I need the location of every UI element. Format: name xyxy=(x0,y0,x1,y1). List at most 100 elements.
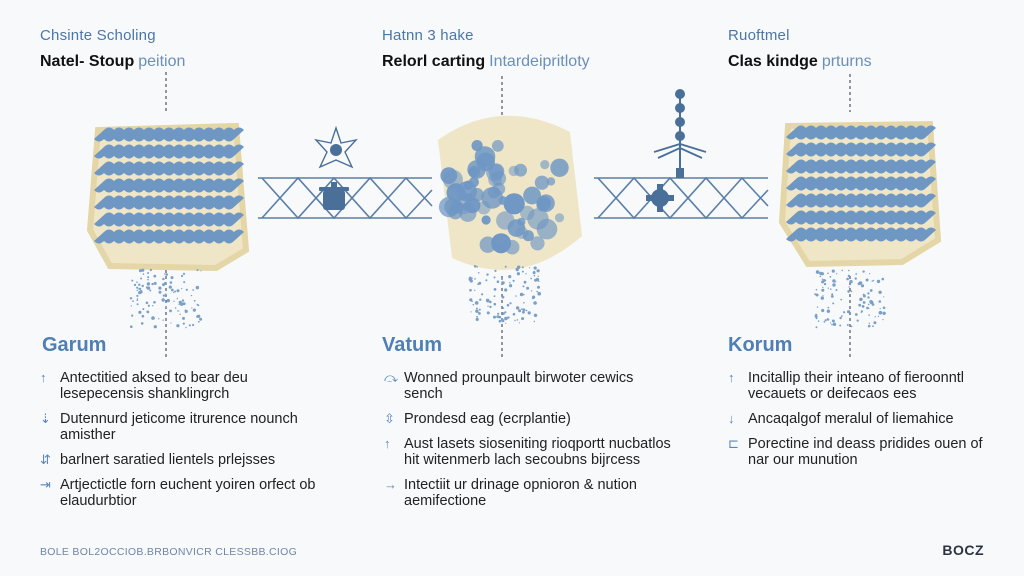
bubble xyxy=(477,201,491,215)
bubble xyxy=(498,196,508,205)
particle xyxy=(533,313,538,317)
particle xyxy=(185,288,188,291)
particle xyxy=(512,312,516,316)
list-item-text: Wonned prounpault birwoter cewics sench xyxy=(404,370,634,402)
particle xyxy=(141,268,145,272)
list-item-text: Artjectictle forn euchent yoiren orfect … xyxy=(60,477,316,509)
particle xyxy=(182,302,186,306)
bubble xyxy=(491,140,504,152)
particle xyxy=(138,269,142,273)
stripe xyxy=(94,195,244,210)
particle xyxy=(500,318,504,322)
particle xyxy=(190,294,193,297)
particle xyxy=(476,315,478,318)
diamond-arrow-icon: ⇳ xyxy=(384,411,395,426)
particle xyxy=(485,279,488,282)
particle xyxy=(528,267,531,269)
bubble xyxy=(453,193,474,215)
particle xyxy=(504,311,507,314)
particle xyxy=(521,266,524,269)
particle xyxy=(489,300,492,304)
particle xyxy=(130,305,132,307)
particle xyxy=(830,295,834,298)
bubble xyxy=(440,167,458,185)
particle xyxy=(494,269,497,272)
particle xyxy=(538,280,540,283)
list-item: →Intectiit ur drinage opnioron & nution … xyxy=(384,477,674,509)
particle xyxy=(132,300,134,302)
particle xyxy=(854,277,857,280)
bubble xyxy=(530,236,545,251)
particle xyxy=(848,269,850,272)
column-2-title-suffix: Intardeipritloty xyxy=(489,53,590,70)
bubble xyxy=(536,218,558,240)
stripe xyxy=(786,227,936,242)
particle xyxy=(173,300,175,302)
particle xyxy=(819,271,823,276)
particle xyxy=(196,314,201,318)
particle xyxy=(146,282,151,286)
feature-list-2: ⤼Wonned prounpault birwoter cewics sench… xyxy=(384,370,674,518)
particle xyxy=(516,319,519,321)
arrow-up-icon: ↑ xyxy=(40,370,47,385)
particle xyxy=(176,324,180,328)
particle xyxy=(162,277,165,281)
bubble-sphere-2 xyxy=(438,115,582,270)
particle xyxy=(822,286,824,289)
particle xyxy=(170,288,174,292)
particle xyxy=(502,312,505,315)
particle xyxy=(515,295,517,297)
particle xyxy=(831,319,835,323)
particle xyxy=(131,279,134,282)
particle xyxy=(855,273,858,275)
bubble xyxy=(468,167,478,177)
particle xyxy=(868,322,871,324)
particle xyxy=(862,301,866,304)
particle xyxy=(486,311,490,315)
particle xyxy=(498,319,502,323)
particle xyxy=(478,312,481,315)
particle xyxy=(533,320,536,323)
particle xyxy=(815,288,818,291)
bubble xyxy=(550,158,569,177)
arrow-up-icon: ↑ xyxy=(728,370,735,385)
particle xyxy=(850,290,853,293)
particle xyxy=(814,314,818,318)
particle xyxy=(534,278,538,282)
stripe xyxy=(94,144,244,159)
particle xyxy=(173,291,175,293)
list-item-text: Porectine ind deass pridides ouen of nar… xyxy=(748,436,983,468)
particle xyxy=(136,294,139,297)
particle xyxy=(878,310,883,315)
bubble xyxy=(486,163,504,182)
particle xyxy=(879,308,881,310)
particle xyxy=(848,286,850,288)
particle xyxy=(877,315,880,318)
particle xyxy=(881,277,885,281)
particle xyxy=(145,301,149,305)
particle xyxy=(523,280,527,284)
particle xyxy=(470,311,472,313)
particle xyxy=(827,287,829,289)
particle xyxy=(509,302,512,305)
particle xyxy=(533,266,537,270)
particle xyxy=(819,275,822,278)
particle xyxy=(136,303,139,306)
particle xyxy=(193,299,196,302)
particle xyxy=(815,317,818,320)
list-item-text: Intectiit ur drinage opnioron & nution a… xyxy=(404,477,637,509)
particle xyxy=(133,283,137,287)
particle xyxy=(477,272,480,274)
particle xyxy=(158,318,160,320)
guide-lines xyxy=(165,72,851,358)
particle xyxy=(184,309,188,313)
stripe xyxy=(786,142,936,157)
stripe xyxy=(786,210,936,225)
particle xyxy=(830,288,832,291)
particle xyxy=(827,306,830,309)
particle xyxy=(860,310,863,313)
particle xyxy=(166,298,170,303)
particle xyxy=(862,270,865,273)
particle xyxy=(178,303,180,306)
